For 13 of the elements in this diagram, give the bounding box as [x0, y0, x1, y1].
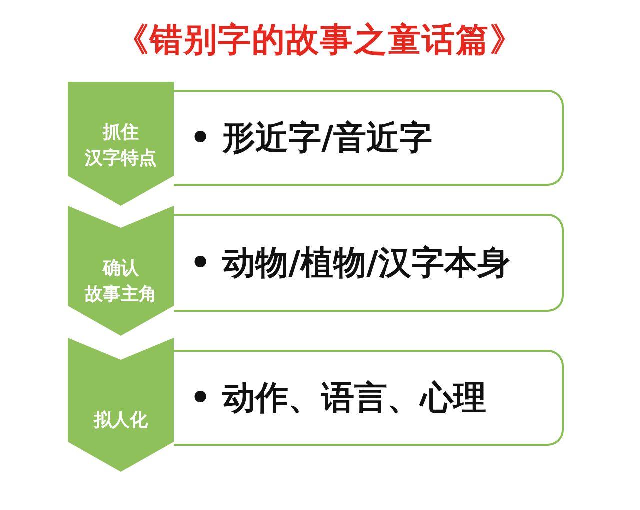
bullet-text: • 动作、语言、心理 — [190, 376, 487, 418]
title: 《错别字的故事之童话篇》 — [115, 19, 525, 61]
content-box — [174, 90, 564, 186]
content-box — [174, 214, 564, 312]
bullet-text: • 形近字/音近字 — [190, 116, 433, 158]
content-box — [174, 350, 564, 446]
step-label: 抓住汉字特点 — [84, 121, 158, 172]
chevron-banner — [68, 338, 174, 472]
bullet-text: • 动物/植物/汉字本身 — [190, 242, 511, 284]
step-label: 拟人化 — [92, 409, 149, 433]
chevron-banner — [68, 206, 174, 336]
chevron-banner — [68, 82, 174, 206]
step-label: 确认故事主角 — [84, 257, 158, 308]
